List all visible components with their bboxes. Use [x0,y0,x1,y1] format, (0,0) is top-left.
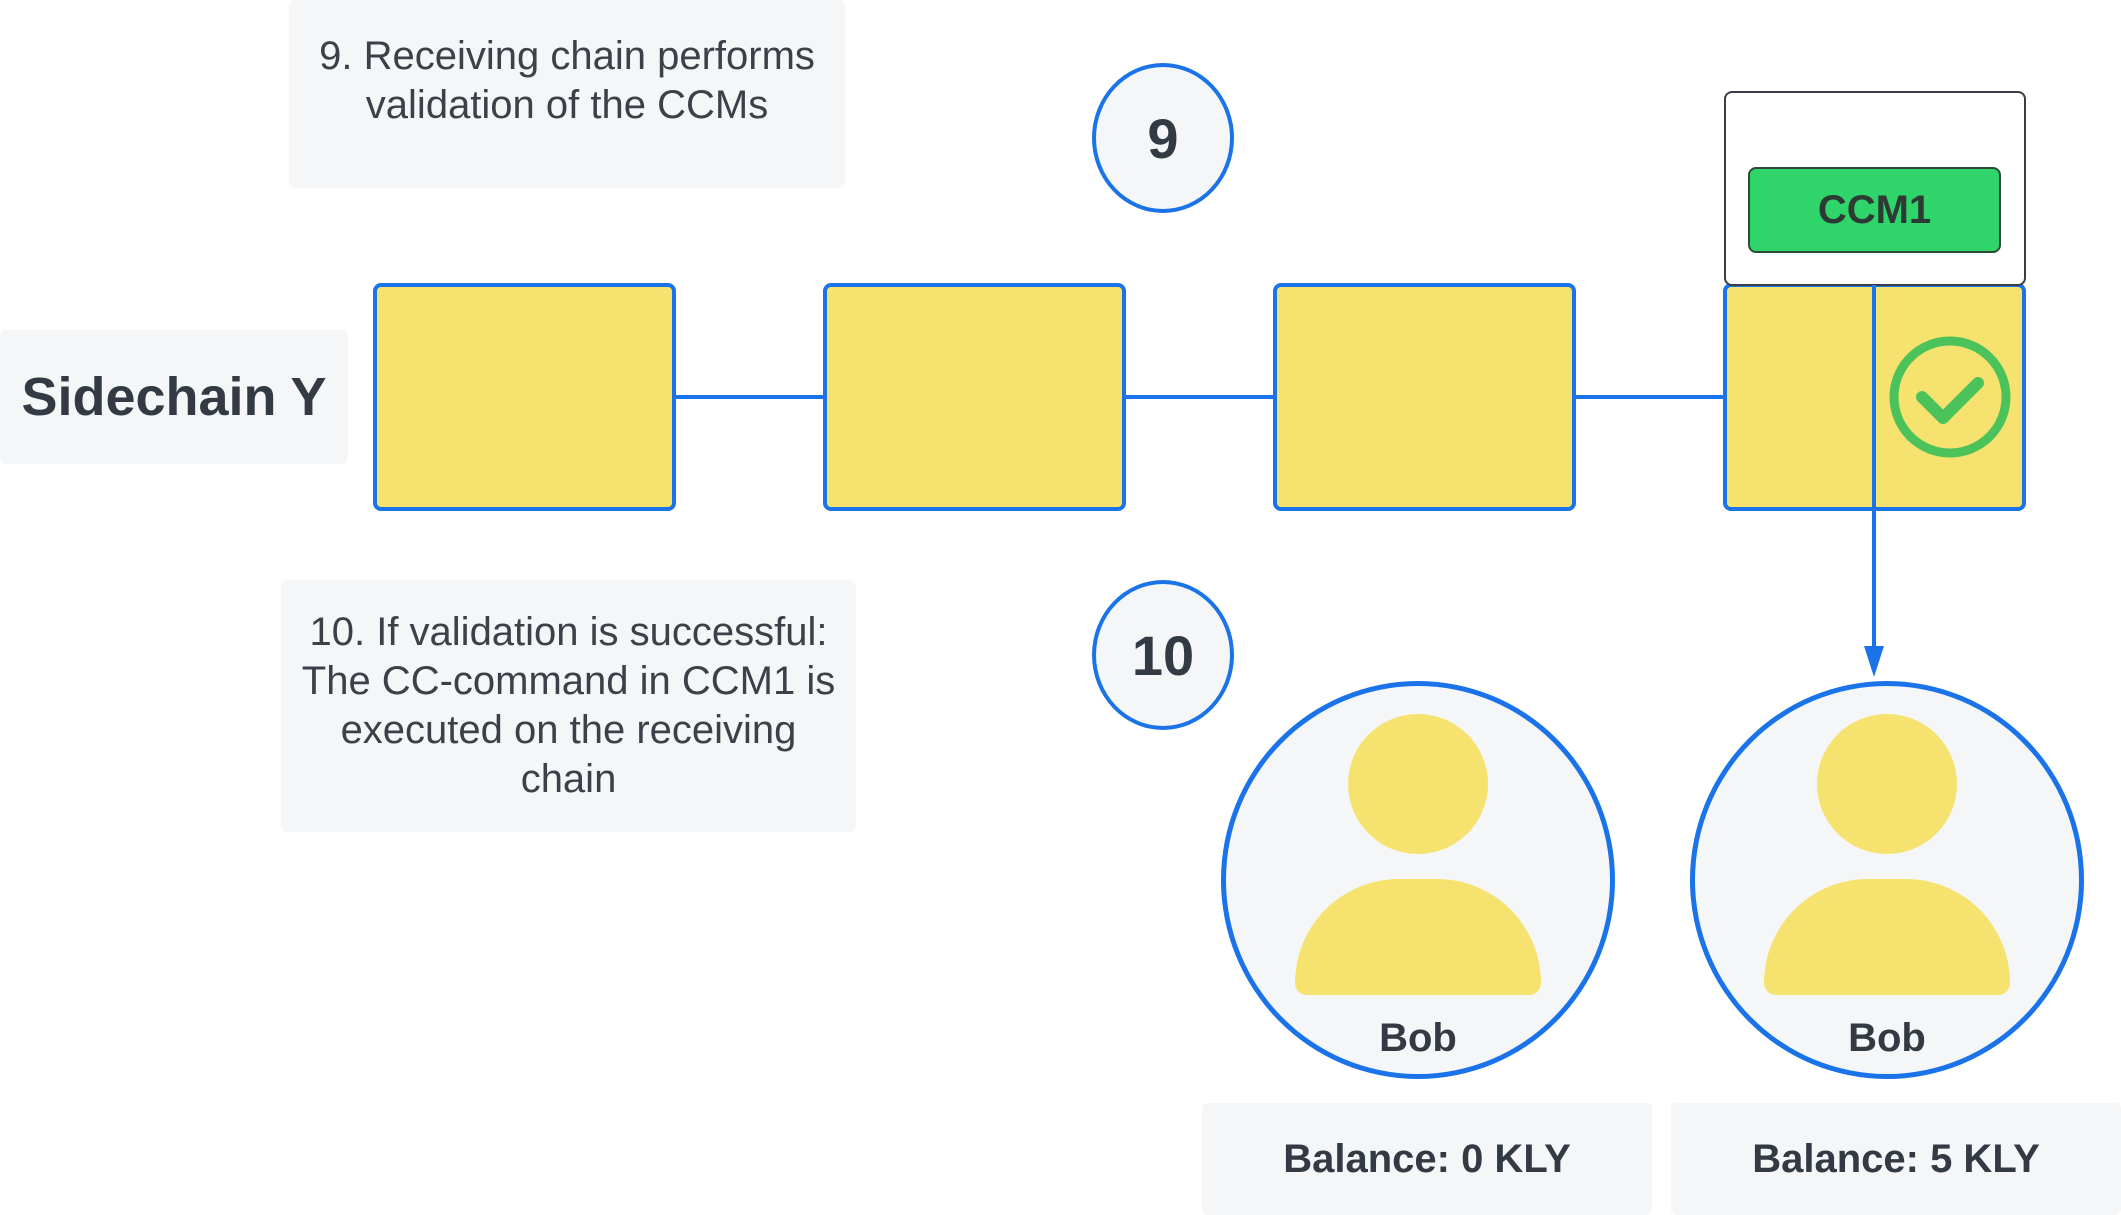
step-9-marker: 9 [1092,63,1234,213]
step-10-note-line: The CC-command in CCM1 is [301,659,836,703]
step-9-note: 9. Receiving chain performs validation o… [289,0,845,188]
chain-block [823,283,1126,511]
balance-box: Balance: 0 KLY [1202,1103,1652,1215]
account-avatar: Bob [1221,681,1615,1079]
account-avatar: Bob [1690,681,2084,1079]
step-10-note-line: chain [520,757,617,801]
step-10-marker: 10 [1092,580,1234,730]
chain-link [675,395,825,399]
chain-label-text: Sidechain Y [21,367,327,427]
ccm1-badge: CCM1 [1748,167,2001,253]
balance-box: Balance: 5 KLY [1671,1103,2121,1215]
step-10-note-line: executed on the receiving [340,708,797,752]
step-9-note-line: validation of the CCMs [365,83,769,127]
account-name: Bob [1848,1016,1926,1060]
step-9-number: 9 [1147,106,1179,170]
chain-label: Sidechain Y [0,330,348,464]
chain-link [1575,395,1725,399]
user-icon-body [1295,879,1541,995]
chain-block [373,283,676,511]
chain-link [1125,395,1275,399]
user-icon-head [1817,714,1957,854]
chain-block [1273,283,1576,511]
balance-text: Balance: 0 KLY [1283,1136,1571,1181]
step-9-note-line: 9. Receiving chain performs [319,34,815,78]
ccm1-label: CCM1 [1817,187,1932,232]
chain-block-receiving [1723,283,2026,511]
user-icon-body [1764,879,2010,995]
balance-text: Balance: 5 KLY [1752,1136,2040,1181]
step-10-note: 10. If validation is successful: The CC-… [281,580,856,832]
step-10-note-line: 10. If validation is successful: [309,610,828,654]
arrow-down-icon [1864,646,1884,677]
user-icon-head [1348,714,1488,854]
step-10-number: 10 [1131,623,1195,687]
account-name: Bob [1379,1016,1457,1060]
